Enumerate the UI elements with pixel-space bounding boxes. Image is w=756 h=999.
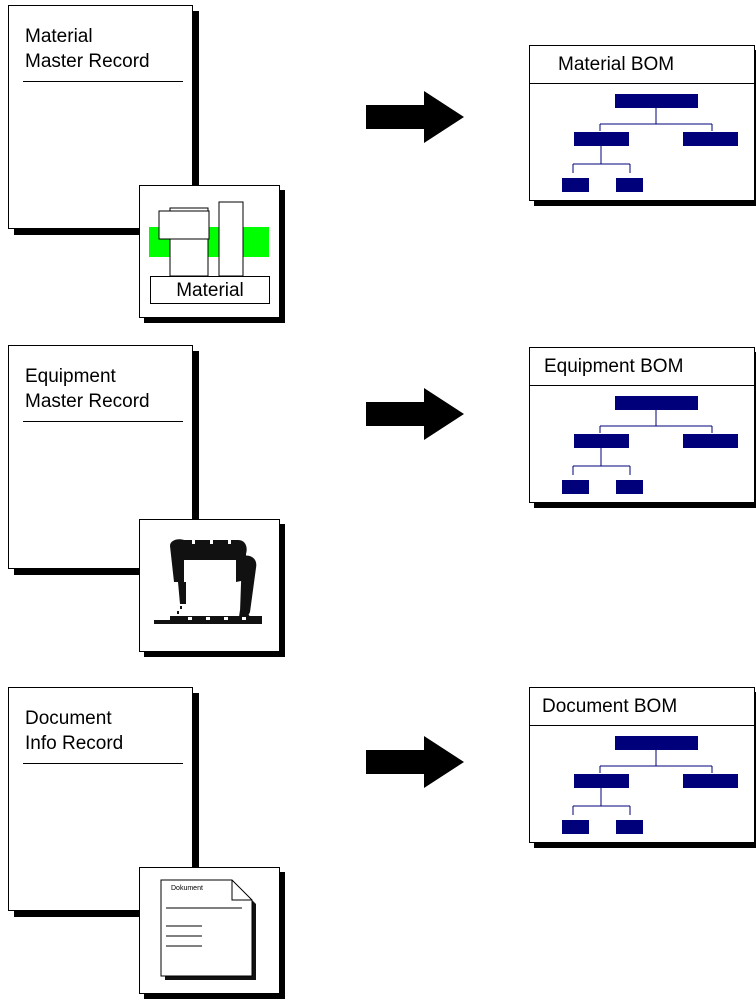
title-underline	[23, 763, 183, 764]
bom-tree-nodes	[562, 396, 738, 494]
machine-icon	[154, 539, 262, 624]
material-master-record: Material Master Record	[8, 5, 193, 229]
material-icon: Material	[139, 185, 280, 318]
row-equipment: Equipment Master Record	[0, 345, 756, 665]
record-title: Document Info Record	[25, 706, 123, 756]
title-underline	[23, 421, 183, 422]
bom-tree-lines	[572, 745, 713, 815]
arrow-right-icon	[366, 91, 464, 143]
material-label: Material	[150, 276, 270, 304]
equipment-icon	[139, 519, 280, 652]
title-underline	[23, 81, 183, 82]
record-title: Equipment Master Record	[25, 364, 150, 414]
bom-tree-nodes	[562, 94, 738, 192]
bom-tree-icon	[562, 396, 738, 494]
bom-title: Document BOM	[530, 688, 754, 726]
document-label: Dokument	[171, 885, 203, 892]
record-title-line-2: Master Record	[25, 51, 150, 72]
bom-tree-icon	[562, 736, 738, 834]
arrow-right-icon	[366, 736, 464, 788]
record-title-line-1: Material	[25, 26, 93, 47]
record-title-line-1: Equipment	[25, 366, 116, 387]
bom-tree-lines	[572, 405, 713, 475]
bom-title: Material BOM	[530, 46, 754, 84]
row-material: Material Master Record Material Material…	[0, 5, 756, 325]
document-page-icon	[160, 879, 256, 980]
material-bom: Material BOM	[529, 45, 755, 201]
bom-title: Equipment BOM	[530, 348, 754, 386]
bom-tree-lines	[572, 103, 713, 173]
record-title-line-2: Info Record	[25, 733, 124, 754]
document-bom: Document BOM	[529, 687, 755, 843]
material-parts-icon	[149, 201, 269, 277]
row-document: Document Info Record Dokument Document B…	[0, 687, 756, 999]
arrow-right-icon	[366, 388, 464, 440]
record-title-line-1: Document	[25, 708, 112, 729]
material-part-top	[158, 210, 210, 240]
bom-tree-nodes	[562, 736, 738, 834]
bom-tree-icon	[562, 94, 738, 192]
material-part-column	[218, 201, 244, 277]
document-icon: Dokument	[139, 867, 280, 994]
record-title: Material Master Record	[25, 24, 150, 74]
equipment-bom: Equipment BOM	[529, 347, 755, 503]
record-title-line-2: Master Record	[25, 391, 150, 412]
